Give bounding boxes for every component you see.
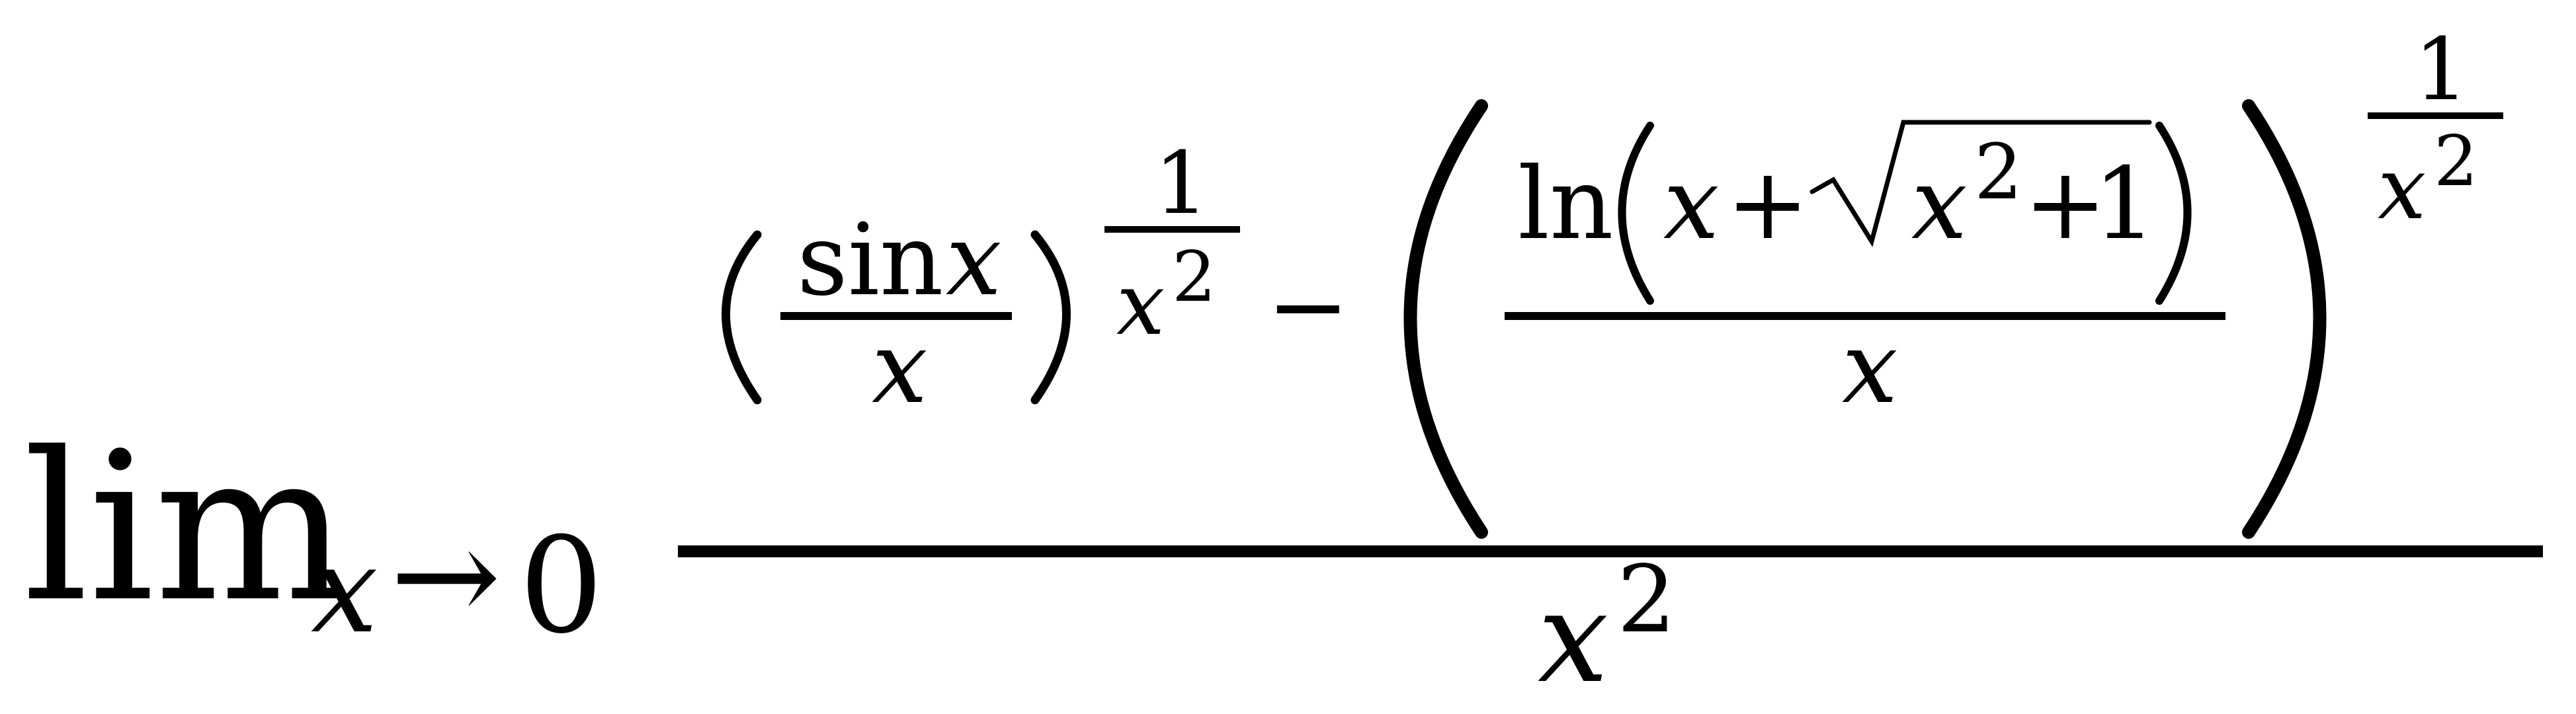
ln-right-paren bbox=[2155, 122, 2192, 305]
limit-operator: lim bbox=[23, 409, 349, 647]
main-fraction-bar bbox=[678, 545, 2543, 557]
right-big-paren-second-term bbox=[2242, 99, 2327, 539]
radicand-power: 2 bbox=[1974, 128, 2022, 217]
second-term-inner-fraction-bar bbox=[1505, 312, 2225, 320]
ln-argument-variable: x bbox=[1663, 147, 1720, 262]
first-term-exponent-denominator-power: 2 bbox=[1172, 237, 1216, 317]
sin-function-argument: x bbox=[946, 203, 1002, 318]
denominator-base: x bbox=[1538, 565, 1608, 711]
limit-variable: x bbox=[311, 522, 378, 660]
right-paren-first-term bbox=[1030, 230, 1071, 405]
limit-arrow: → bbox=[390, 499, 501, 653]
limit-target: 0 bbox=[519, 509, 603, 663]
second-term-exponent-denominator-base: x bbox=[2378, 138, 2426, 239]
second-term-exponent-numerator: 1 bbox=[2414, 19, 2469, 120]
minus-sign: − bbox=[1267, 249, 1350, 364]
ln-plus-sign-2: + bbox=[2024, 147, 2107, 262]
sin-function-name: sin bbox=[797, 203, 944, 318]
radicand-base: x bbox=[1911, 147, 1968, 262]
first-term-exponent-numerator: 1 bbox=[1154, 133, 1209, 233]
second-term-exponent-fraction-bar bbox=[2368, 112, 2503, 119]
left-paren-first-term bbox=[722, 230, 762, 405]
square-root-sign bbox=[1809, 120, 2152, 247]
first-term-inner-fraction-bar bbox=[780, 312, 1012, 320]
first-term-exponent-denominator-base: x bbox=[1116, 254, 1165, 354]
radicand-constant: 1 bbox=[2093, 147, 2156, 262]
second-term-denominator: x bbox=[1842, 311, 1898, 426]
first-term-exponent-fraction-bar bbox=[1104, 226, 1240, 233]
denominator-power: 2 bbox=[1617, 546, 1676, 654]
left-big-paren-second-term bbox=[1403, 99, 1488, 539]
ln-plus-sign-1: + bbox=[1726, 147, 1809, 262]
second-term-exponent-denominator-power: 2 bbox=[2434, 121, 2478, 202]
ln-function-name: ln bbox=[1518, 147, 1614, 262]
ln-left-paren bbox=[1618, 122, 1654, 305]
first-term-denominator: x bbox=[872, 311, 928, 426]
